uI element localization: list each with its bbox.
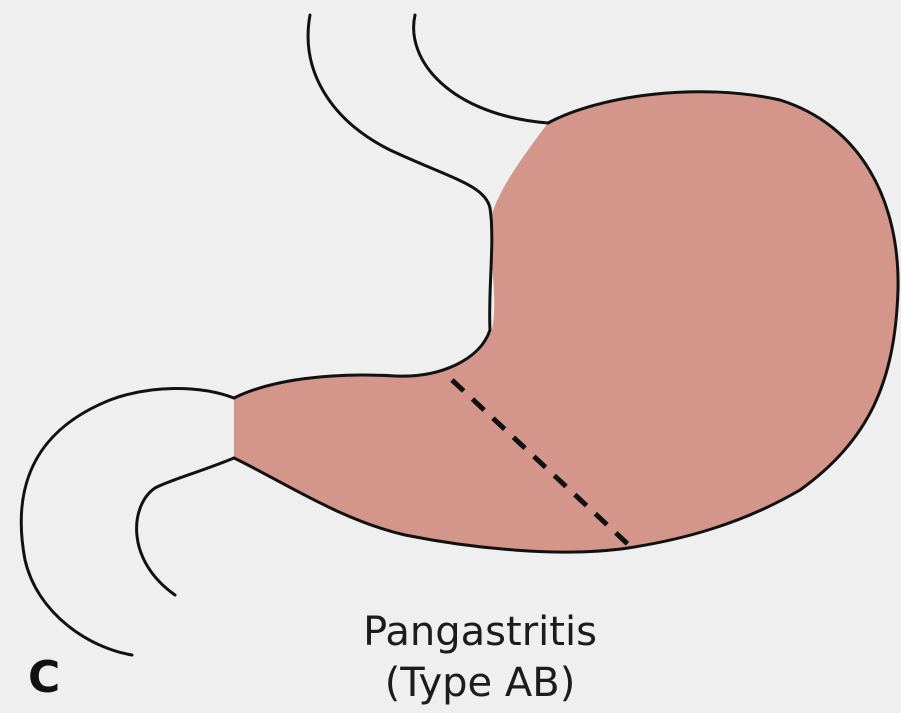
panel-label: C [28,656,60,700]
duodenum-inner-wall [137,458,234,595]
caption-title: Pangastritis [300,612,660,652]
esophagus-right-wall [414,15,548,123]
duodenum-outer-wall [21,388,234,655]
caption-subtitle: (Type AB) [300,663,660,703]
esophagus-left-wall [308,15,492,330]
